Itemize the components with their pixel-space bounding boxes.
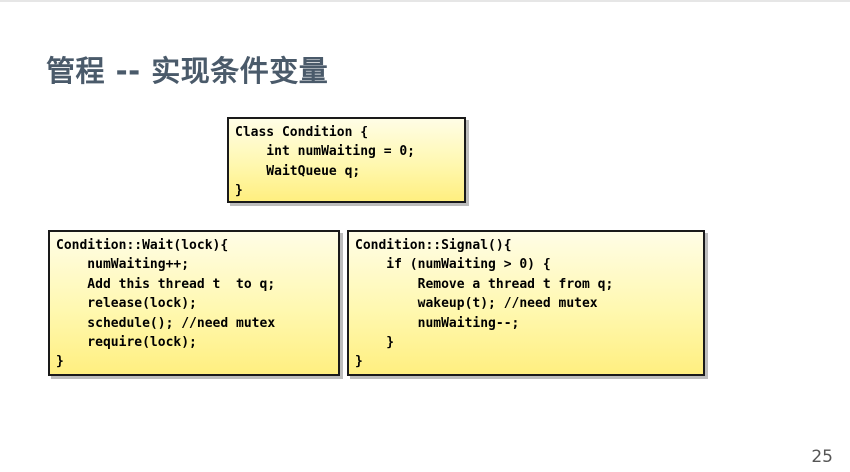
code-line: WaitQueue q; [235,163,361,179]
code-line: } [235,183,243,199]
code-line: release(lock); [56,296,197,312]
code-line: numWaiting++; [56,257,190,273]
signal-function-code-box: Condition::Signal(){ if (numWaiting > 0)… [347,230,705,376]
code-line: int numWaiting = 0; [235,144,416,160]
wait-function-code-box: Condition::Wait(lock){ numWaiting++; Add… [48,230,340,376]
top-rule [0,0,850,2]
code-line: Condition::Wait(lock){ [56,238,229,253]
page-number: 25 [811,447,833,467]
code-line: numWaiting--; [355,315,520,331]
code-line: schedule(); //need mutex [56,315,276,331]
code-line: } [355,334,395,350]
code-line: wakeup(t); //need mutex [355,296,598,312]
code-line: Condition::Signal(){ [355,238,512,253]
code-line: Remove a thread t from q; [355,276,614,292]
class-condition-code-box: Class Condition { int numWaiting = 0; Wa… [227,117,466,203]
code-line: Add this thread t to q; [56,276,276,292]
code-line: if (numWaiting > 0) { [355,257,551,273]
code-line: } [56,354,64,370]
code-line: } [355,354,363,370]
slide-title: 管程 -- 实现条件变量 [46,54,329,88]
code-line: require(lock); [56,334,197,350]
code-line: Class Condition { [235,125,369,140]
